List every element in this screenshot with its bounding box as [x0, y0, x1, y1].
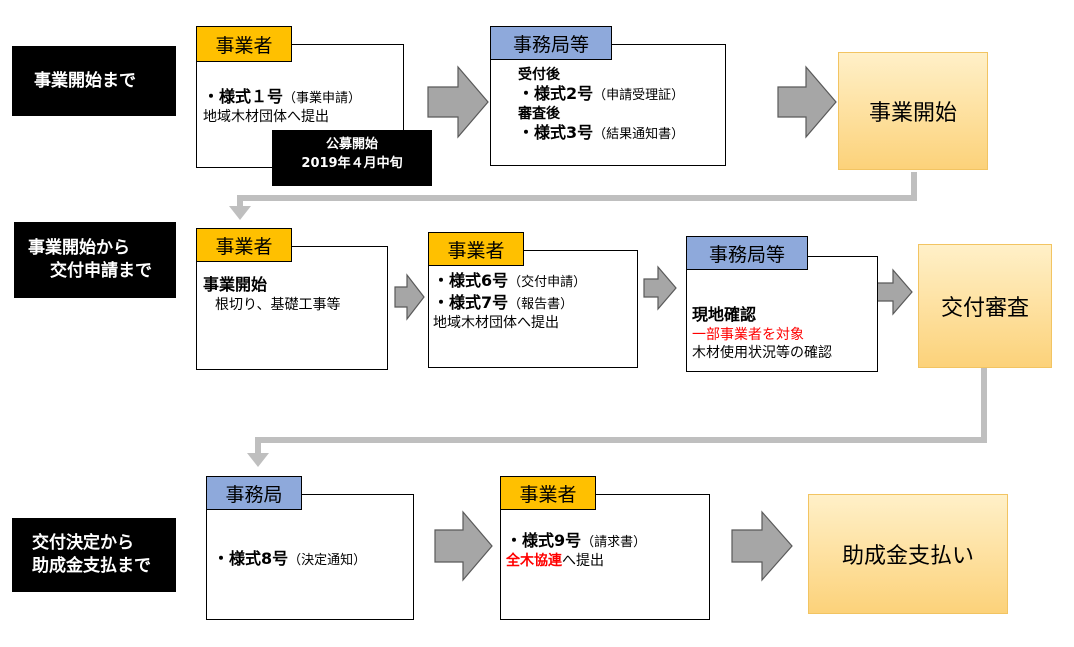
- r2-business-header2: 事業者: [428, 232, 524, 266]
- r3-form8-note: （決定通知）: [288, 553, 367, 568]
- flow-arrow-r3-1: [434, 510, 493, 582]
- connector-row1-row2: [237, 172, 917, 208]
- stage-label-row3: 交付決定から 助成金支払まで: [12, 518, 176, 592]
- r3-office-text: ・様式8号（決定通知）: [213, 548, 366, 570]
- stage-label-row2-line2: 交付申請まで: [50, 261, 152, 281]
- flow-arrow-r2-1: [394, 273, 425, 321]
- stage-label-row3-line1: 交付決定から: [32, 533, 134, 554]
- r3-business-box: [500, 494, 710, 620]
- flow-arrow-r2-3: [876, 268, 913, 316]
- connector-arrowhead-row2: [229, 206, 251, 220]
- r2-business-box1: [196, 246, 388, 370]
- r1-submit-line: 地域木材団体へ提出: [203, 108, 329, 125]
- result-grant-review: 交付審査: [918, 244, 1052, 368]
- r1-form1-line: ・様式１号（事業申請）: [203, 86, 361, 108]
- connector-row2-row3: [255, 368, 987, 455]
- r1-form2-note: （申請受理証）: [593, 88, 685, 104]
- r1-business-header: 事業者: [196, 26, 292, 62]
- r2-business-box2: [428, 250, 638, 368]
- r3-office-header: 事務局: [206, 476, 302, 510]
- r2-business-start: 事業開始: [203, 275, 268, 294]
- r1-form1-note: （事業申請）: [283, 91, 362, 106]
- r3-business-header: 事業者: [500, 476, 596, 510]
- r2-form7-note: （報告書）: [508, 296, 574, 312]
- result-grant-payment: 助成金支払い: [808, 494, 1008, 614]
- r3-business-text: ・様式9号（請求書） 全木協連へ提出: [506, 530, 646, 571]
- r2-business-text2: ・様式6号（交付申請） ・様式7号（報告書） 地域木材団体へ提出: [433, 270, 586, 333]
- r2-form7: ・様式7号: [433, 292, 509, 312]
- stage-label-row2: 事業開始から 交付申請まで: [14, 222, 176, 298]
- r2-submit-line: 地域木材団体へ提出: [433, 314, 559, 331]
- r1-office-header: 事務局等: [490, 26, 612, 60]
- r3-form8: ・様式8号: [213, 549, 289, 568]
- r2-form6-note: （交付申請）: [508, 275, 587, 290]
- r1-form3-note: （結果通知書）: [593, 127, 685, 143]
- flow-arrow-r2-2: [643, 265, 677, 311]
- flow-arrow-r1-2: [777, 65, 837, 139]
- r3-form9-note: （請求書）: [581, 535, 647, 550]
- stage-label-row2-line1: 事業開始から: [28, 238, 130, 259]
- callout-line2: 2019年４月中旬: [301, 155, 403, 171]
- r2-office-header: 事務局等: [686, 236, 808, 270]
- r3-form9: ・様式9号: [506, 531, 582, 550]
- callout-line1: 公募開始: [325, 137, 378, 152]
- r1-business-text: ・様式１号（事業申請） 地域木材団体へ提出: [203, 86, 361, 127]
- connector-arrowhead-row3: [247, 453, 269, 467]
- stage-label-row3-line2: 助成金支払まで: [32, 556, 151, 576]
- r2-some-businesses: 一部事業者を対象: [692, 326, 804, 343]
- r2-business-text1: 事業開始 根切り、基礎工事等: [203, 274, 340, 314]
- r1-office-box: [490, 44, 726, 166]
- r3-office-box: [206, 494, 414, 620]
- r1-form1: ・様式１号: [203, 87, 284, 106]
- result-business-start: 事業開始: [838, 52, 988, 170]
- r3-submit-suffix: へ提出: [562, 552, 604, 569]
- r2-business-header1: 事業者: [196, 228, 292, 262]
- r1-review-label: 審査後: [518, 106, 560, 123]
- r2-wood-usage-check: 木材使用状況等の確認: [692, 345, 832, 362]
- r2-site-check: 現地確認: [692, 305, 757, 324]
- r2-form6: ・様式6号: [433, 271, 509, 290]
- recruitment-start-callout: 公募開始 2019年４月中旬: [272, 130, 432, 186]
- r1-received-label: 受付後: [518, 67, 560, 83]
- r2-office-text: 現地確認 一部事業者を対象 木材使用状況等の確認: [692, 304, 832, 363]
- stage-label-row1-line1: 事業開始まで: [34, 70, 136, 91]
- r3-federation: 全木協連: [506, 552, 562, 569]
- stage-label-row1: 事業開始まで: [12, 46, 176, 116]
- flow-arrow-r3-2: [731, 510, 793, 582]
- r1-form2: ・様式2号: [518, 84, 594, 104]
- flow-arrow-r1-1: [427, 65, 489, 139]
- r2-groundwork: 根切り、基礎工事等: [215, 296, 341, 313]
- r1-office-text: 受付後 ・様式2号（申請受理証） 審査後 ・様式3号（結果通知書）: [518, 66, 684, 144]
- r1-form3: ・様式3号: [518, 123, 594, 143]
- r2-office-box: [686, 256, 878, 372]
